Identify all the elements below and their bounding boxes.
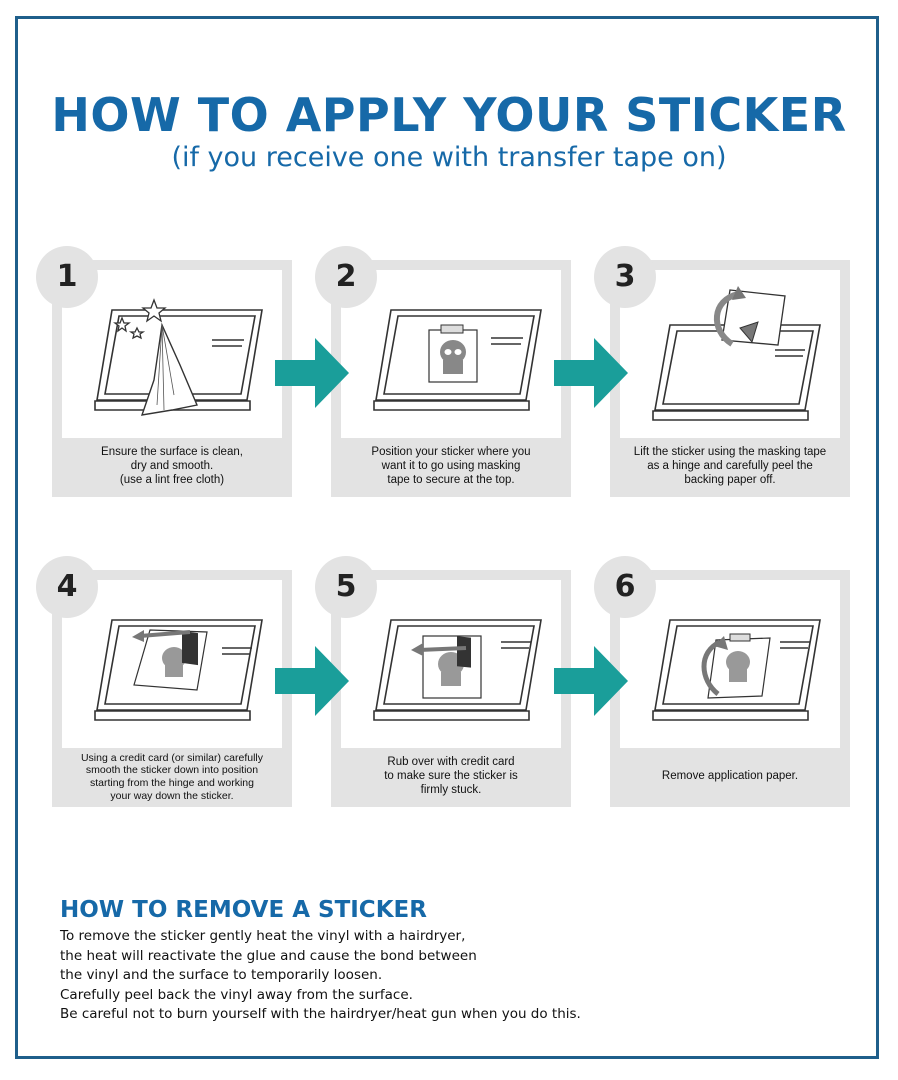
- credit-card-icon: [182, 630, 198, 666]
- credit-card-icon: [457, 636, 471, 668]
- step-number-badge: 2: [315, 246, 377, 308]
- step-3: 3 Lift the sticker using the masking tap…: [594, 246, 850, 497]
- step-caption: Remove application paper.: [661, 770, 799, 783]
- remove-section-title: HOW TO REMOVE A STICKER: [60, 897, 427, 923]
- step-number-badge: 4: [36, 556, 98, 618]
- curved-arrow-icon: [714, 291, 739, 347]
- rub-sticker-illustration: [373, 619, 542, 721]
- remove-line: Be careful not to burn yourself with the…: [60, 1006, 581, 1022]
- step-2: 2 Position your sticker where you want i…: [315, 246, 571, 497]
- step-caption: Lift the sticker using the masking tape …: [633, 446, 827, 486]
- skull-graphic: [440, 340, 466, 374]
- next-step-arrow-icon: [275, 338, 349, 408]
- remove-line: the vinyl and the surface to temporarily…: [60, 967, 383, 983]
- step-1: 1 Ensure the surface is clean, dry and s…: [36, 246, 292, 497]
- remove-line: Carefully peel back the vinyl away from …: [60, 986, 413, 1003]
- step-number-badge: 3: [594, 246, 656, 308]
- page-title: HOW TO APPLY YOUR STICKER: [51, 88, 847, 142]
- step-number-badge: 5: [315, 556, 377, 618]
- remove-instructions: To remove the sticker gently heat the vi…: [60, 927, 581, 1025]
- masking-tape: [440, 324, 464, 334]
- page-frame: [15, 16, 879, 1059]
- peel-backing-illustration: [652, 286, 821, 421]
- step-number-badge: 1: [36, 246, 98, 308]
- curved-arrow-icon: [701, 639, 722, 696]
- sparkle-stars: [113, 298, 167, 340]
- step-caption: Rub over with credit card to make sure t…: [384, 756, 518, 796]
- left-arrow-icon: [418, 646, 467, 652]
- step-6: 6 Remove application paper.: [594, 556, 850, 807]
- remove-line: the heat will reactivate the glue and ca…: [60, 947, 477, 964]
- step-number-badge: 6: [594, 556, 656, 618]
- next-step-arrow-icon: [554, 646, 628, 716]
- step-5: 5 Rub over with credit card to make sure…: [315, 556, 571, 807]
- remove-paper-illustration: [652, 619, 821, 721]
- masking-tape: [729, 633, 751, 642]
- smooth-sticker-illustration: [94, 619, 263, 721]
- remove-line: To remove the sticker gently heat the vi…: [60, 928, 466, 944]
- step-caption: Using a credit card (or similar) careful…: [80, 751, 264, 802]
- step-4: 4 Using a credit card (or similar) caref…: [36, 556, 292, 807]
- laptop-cleaning-illustration: [94, 298, 263, 416]
- lifted-sticker: [721, 289, 786, 346]
- left-arrow-icon: [139, 630, 191, 638]
- step-caption: Ensure the surface is clean, dry and smo…: [101, 446, 243, 486]
- next-step-arrow-icon: [275, 646, 349, 716]
- next-step-arrow-icon: [554, 338, 628, 408]
- page-subtitle: (if you receive one with transfer tape o…: [171, 142, 727, 173]
- skull-graphic: [726, 651, 750, 682]
- step-caption: Position your sticker where you want it …: [371, 446, 531, 486]
- position-sticker-illustration: [373, 309, 542, 411]
- skull-graphic: [162, 647, 186, 677]
